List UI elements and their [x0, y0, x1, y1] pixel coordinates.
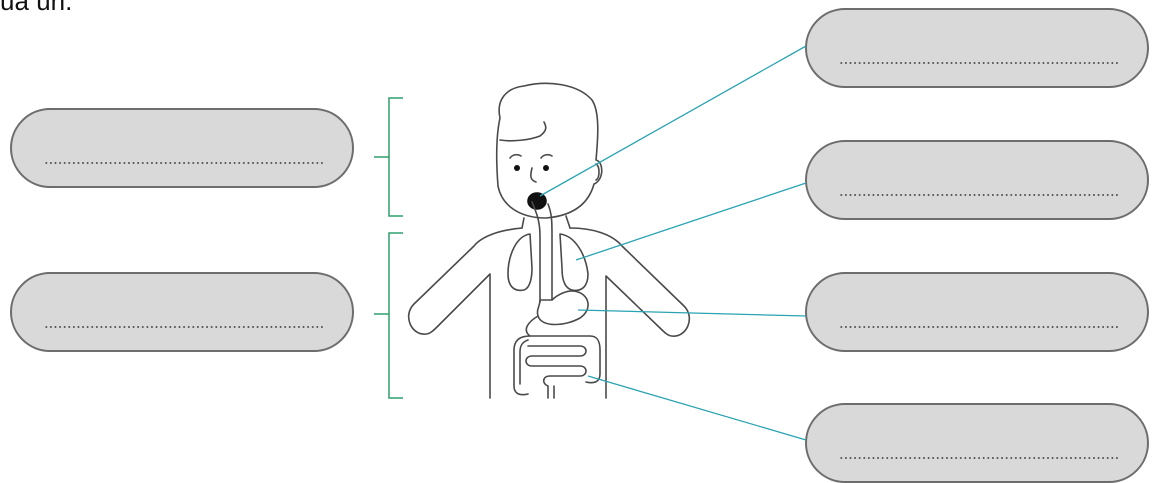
nose	[531, 168, 536, 182]
eye-left	[514, 165, 520, 171]
lung-left	[508, 234, 532, 290]
ear	[596, 164, 599, 180]
mouth	[528, 193, 546, 209]
hair-line	[500, 122, 546, 141]
bracket-head	[374, 98, 403, 216]
small-intestine	[526, 346, 586, 398]
eye-right	[543, 165, 549, 171]
pointer-line-lungs	[576, 183, 806, 260]
person-illustration	[409, 83, 690, 398]
left-arm	[409, 228, 522, 398]
pointer-line-mouth	[540, 46, 806, 196]
bracket-torso	[374, 233, 403, 398]
eyebrow-left	[510, 155, 521, 158]
pointer-line-intestine	[588, 376, 806, 440]
duodenum	[526, 316, 538, 336]
pointer-line-stomach	[578, 310, 806, 316]
pointer-lines	[540, 46, 806, 440]
eyebrow-right	[541, 155, 552, 158]
lung-right	[560, 234, 588, 290]
head-outline	[497, 83, 602, 218]
stomach	[537, 291, 588, 325]
